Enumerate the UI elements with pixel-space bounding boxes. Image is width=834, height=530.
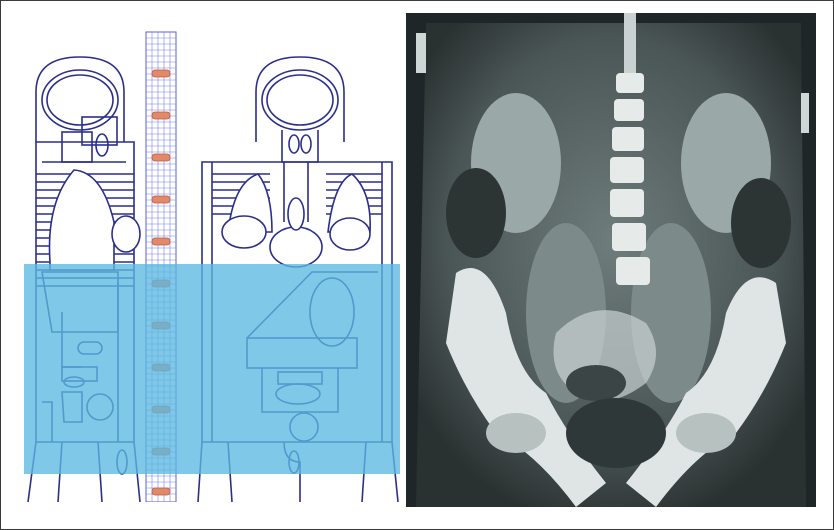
scan-region-highlight [24, 264, 400, 474]
ct-scan-image [406, 13, 816, 507]
lateral-lung [50, 170, 115, 270]
frontal-head-ellipse [262, 70, 338, 130]
frontal-heart [270, 227, 322, 267]
phantom-diagram [22, 22, 402, 502]
lateral-head-ellipse [42, 70, 118, 130]
